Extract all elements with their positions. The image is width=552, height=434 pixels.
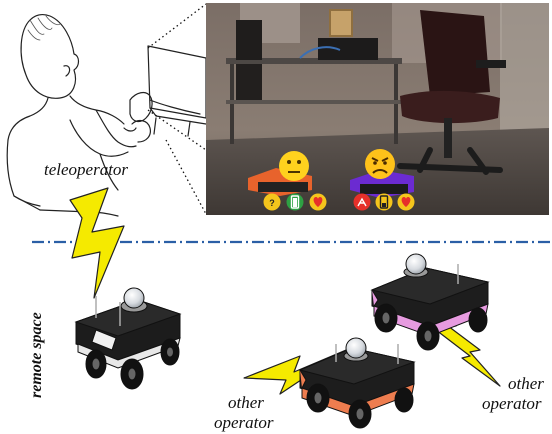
heart-icon bbox=[310, 194, 327, 211]
robot-teleoperator bbox=[76, 288, 180, 389]
disconnect-icon bbox=[354, 194, 371, 211]
robot-other-orange bbox=[300, 338, 414, 428]
angry-face-icon bbox=[365, 149, 395, 179]
svg-text:?: ? bbox=[269, 198, 275, 208]
battery-low-icon bbox=[376, 194, 393, 211]
other-operator-right-line1: other bbox=[508, 374, 544, 394]
robot-other-pink bbox=[372, 254, 488, 350]
neutral-face-icon bbox=[279, 151, 309, 181]
remote-space-label: remote space bbox=[28, 312, 46, 398]
question-icon: ? bbox=[264, 194, 281, 211]
other-operator-left-line1: other bbox=[228, 393, 264, 413]
teleoperator-sketch bbox=[7, 15, 206, 216]
teleoperator-label: teleoperator bbox=[44, 160, 128, 180]
other-operator-right-line2: operator bbox=[482, 394, 542, 414]
lightning-bolt-teleoperator bbox=[70, 188, 124, 298]
camera-view-photo: ? bbox=[206, 3, 549, 215]
heart-icon bbox=[398, 194, 415, 211]
battery-full-icon bbox=[287, 194, 304, 211]
other-operator-left-line2: operator bbox=[214, 413, 274, 433]
